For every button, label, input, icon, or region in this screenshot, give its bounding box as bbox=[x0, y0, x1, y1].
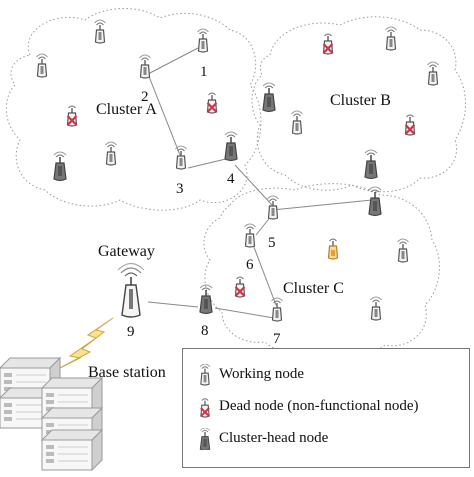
working-node bbox=[369, 296, 383, 321]
working-node bbox=[384, 26, 398, 51]
working-node bbox=[426, 61, 440, 86]
link-lines bbox=[147, 47, 373, 319]
legend-dead-label: Dead node (non-functional node) bbox=[219, 398, 419, 414]
working-node-2 bbox=[138, 54, 152, 79]
working-node bbox=[396, 238, 410, 263]
legend-head-label: Cluster-head node bbox=[219, 430, 329, 446]
working-node bbox=[35, 53, 49, 78]
node-number-9: 9 bbox=[127, 324, 135, 340]
node-number-7: 7 bbox=[273, 331, 281, 347]
cluster-a-cloud bbox=[5, 8, 262, 211]
working-node bbox=[290, 110, 304, 135]
node-number-3: 3 bbox=[176, 181, 184, 197]
node-number-4: 4 bbox=[227, 171, 235, 187]
cluster-head-node bbox=[364, 149, 378, 180]
low-energy-node bbox=[327, 238, 339, 260]
node-number-5: 5 bbox=[268, 235, 276, 251]
base-station-label: Base station bbox=[88, 364, 166, 381]
cluster-head-node bbox=[262, 82, 276, 113]
working-node bbox=[93, 19, 107, 44]
working-node-3 bbox=[174, 145, 188, 170]
node-number-2: 2 bbox=[141, 89, 149, 105]
gateway-label: Gateway bbox=[98, 243, 155, 260]
cluster-head-node bbox=[53, 151, 67, 182]
base-station-servers bbox=[0, 357, 103, 471]
dead-node bbox=[66, 104, 78, 128]
working-node-1 bbox=[196, 28, 210, 53]
cluster-a-label: Cluster A bbox=[96, 101, 157, 118]
node-number-8: 8 bbox=[201, 323, 209, 339]
cluster-c-label: Cluster C bbox=[283, 280, 344, 297]
working-node bbox=[104, 141, 118, 166]
legend: Working node Dead node (non-functional n… bbox=[182, 348, 470, 468]
cluster-c-cloud bbox=[203, 183, 440, 357]
working-node-7 bbox=[270, 297, 284, 322]
dead-node bbox=[322, 32, 334, 56]
cluster-b-label: Cluster B bbox=[330, 92, 391, 109]
node-number-6: 6 bbox=[246, 257, 254, 273]
cluster-head-node-4 bbox=[224, 131, 238, 162]
dead-node bbox=[404, 113, 416, 137]
node-number-1: 1 bbox=[200, 64, 208, 80]
working-node-icon bbox=[199, 364, 211, 386]
legend-working-label: Working node bbox=[219, 366, 305, 382]
cluster-b-cloud bbox=[251, 16, 466, 193]
dead-node-icon bbox=[199, 397, 211, 418]
working-node-5 bbox=[266, 195, 280, 220]
dead-node bbox=[234, 275, 246, 299]
dead-node bbox=[206, 91, 218, 115]
wireless-link-bolt bbox=[55, 317, 114, 371]
cluster-head-node-icon bbox=[199, 428, 211, 450]
gateway-node-9 bbox=[117, 262, 145, 318]
working-node-6 bbox=[243, 223, 257, 248]
